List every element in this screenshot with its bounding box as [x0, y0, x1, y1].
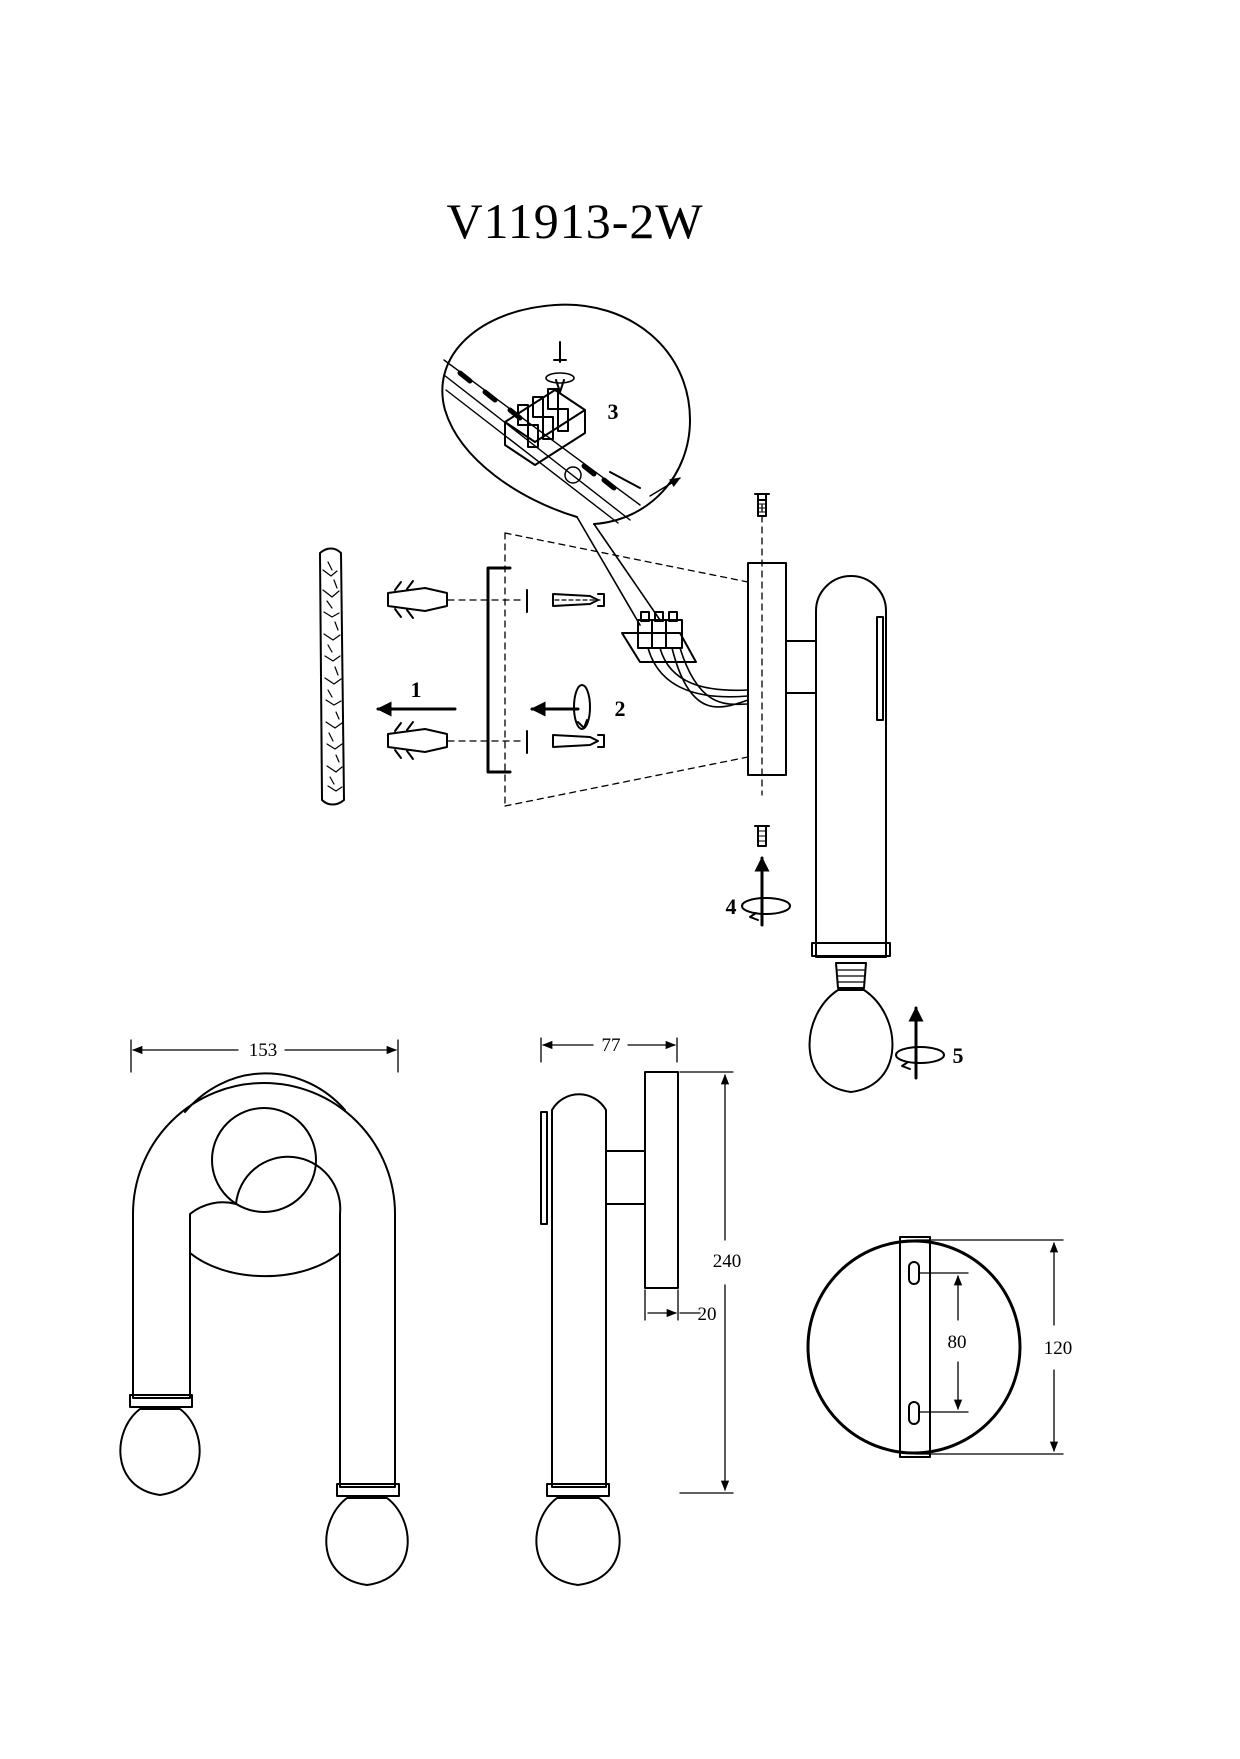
dim-spacing-label: 80 [948, 1332, 967, 1353]
dim-thickness-label: 20 [698, 1304, 717, 1325]
lamp-arm [815, 575, 887, 958]
terminal-block [621, 611, 749, 708]
canopy-disc [211, 1107, 317, 1213]
back-plate [806, 1239, 1022, 1455]
projection-lines [504, 504, 763, 807]
bulb [808, 962, 894, 1093]
step-label-3: 3 [608, 399, 619, 424]
connector-tube [785, 640, 817, 694]
dim-width-label: 153 [249, 1040, 278, 1061]
side-view [535, 1037, 734, 1586]
dim-height-label: 240 [713, 1251, 742, 1272]
wall-anchor-bottom [387, 721, 448, 760]
screw-top [526, 589, 605, 613]
screw-bottom [526, 730, 605, 754]
dim-depth-label: 77 [602, 1035, 621, 1056]
mounting-bracket [486, 566, 512, 774]
side-wall-plate [644, 1071, 679, 1289]
dim-diameter-label: 120 [1044, 1338, 1073, 1359]
step-label-1: 1 [411, 677, 422, 702]
step-label-4: 4 [726, 894, 737, 919]
wall-section [319, 547, 345, 806]
front-view [119, 1039, 409, 1586]
step-label-5: 5 [953, 1043, 964, 1068]
top-screw [754, 493, 770, 517]
bulb-holder [811, 942, 891, 957]
wiring-callout [441, 303, 691, 626]
bottom-screw [754, 825, 770, 847]
step-label-2: 2 [615, 696, 626, 721]
wall-anchor-top [387, 580, 448, 619]
model-title: V11913-2W [446, 193, 704, 249]
rotate-icon [573, 684, 591, 730]
back-view [806, 1236, 1064, 1458]
wall-plate [747, 562, 787, 776]
